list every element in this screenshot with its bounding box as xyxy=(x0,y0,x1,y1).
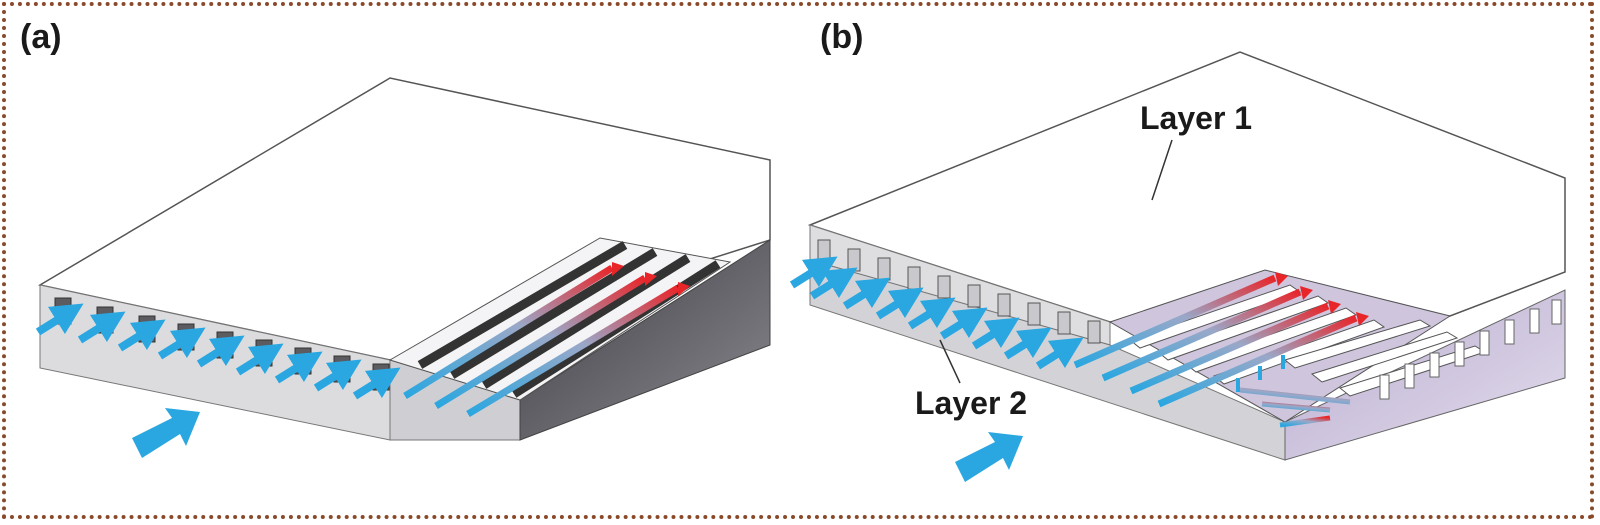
panel-b-inlet-arrows xyxy=(789,256,1084,370)
panel-a-outlet-arrows xyxy=(612,262,690,296)
panel-b-side-ports xyxy=(1379,299,1562,400)
panel-a-block xyxy=(35,77,771,458)
panel-b-layer2-verticals xyxy=(1236,355,1285,392)
panel-a-inlet-arrows xyxy=(35,303,401,400)
panel-b-layer2-flows xyxy=(1239,387,1351,428)
panel-b-layer1-flows xyxy=(1073,274,1358,408)
layer1-label: Layer 1 xyxy=(1140,100,1253,136)
panel-a-label: (a) xyxy=(20,18,62,56)
layer2-label: Layer 2 xyxy=(915,385,1028,421)
panel-b-right-side xyxy=(1284,289,1566,461)
panel-b-block xyxy=(789,51,1566,482)
panel-a-channel-flows xyxy=(403,265,680,418)
panel-b-layer1-fins xyxy=(1128,284,1386,385)
flow-arrow-icon xyxy=(955,432,1023,482)
dotted-frame xyxy=(2,2,1594,519)
panel-b-label: (b) xyxy=(820,18,864,56)
panel-b-layer1-outlets xyxy=(1275,272,1369,326)
layer1-leader xyxy=(1151,139,1173,201)
panel-b-channel-region xyxy=(1108,269,1452,423)
layer2-leader xyxy=(939,339,961,384)
flow-arrow-icon xyxy=(132,408,200,458)
panel-a-right-side xyxy=(519,239,771,441)
